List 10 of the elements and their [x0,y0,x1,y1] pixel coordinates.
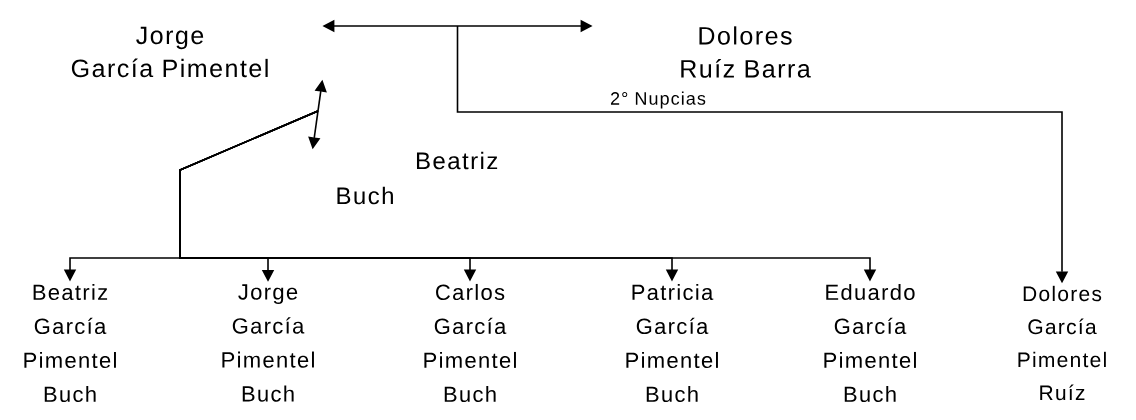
person-name: Beatriz Buch [337,151,498,205]
person-name: Dolores García Pimentel Ruíz [1018,285,1106,401]
person-name: Beatriz García Pimentel Buch [24,283,116,403]
person-name: Patricia García Pimentel Buch [626,283,718,403]
person-name: Jorge García Pimentel [71,26,268,78]
person-name: Eduardo García Pimentel Buch [824,283,916,403]
marriage-note: 2° Nupcias [610,91,706,109]
person-name: Jorge García Pimentel Buch [222,284,314,402]
person-name: Carlos García Pimentel Buch [424,283,516,403]
person-name: Dolores Ruíz Barra [681,26,811,78]
